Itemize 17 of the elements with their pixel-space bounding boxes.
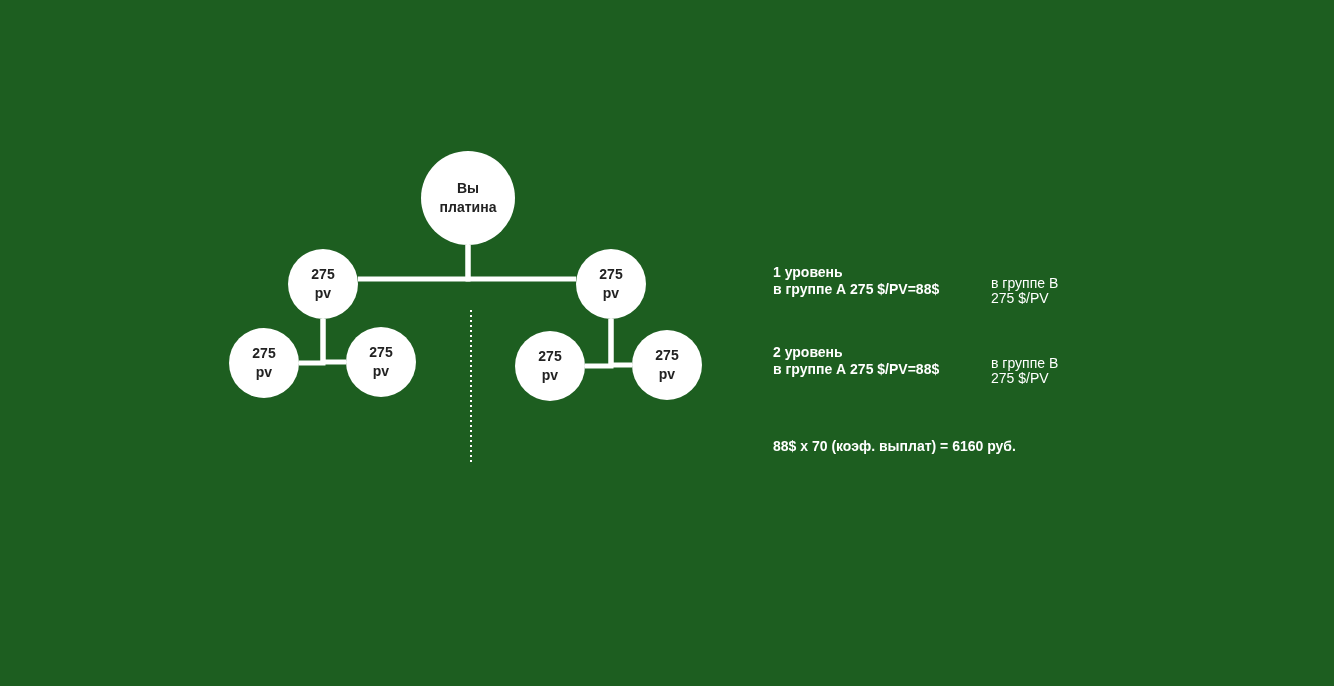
node-label: 275 pv (369, 343, 393, 381)
connector-line (608, 319, 632, 368)
info-text: в группе А 275 $/PV=88$ (773, 362, 941, 377)
info-text: 2 уровень (773, 345, 844, 360)
node-label: 275 pv (252, 344, 276, 382)
info-text: 88$ х 70 (коэф. выплат) = 6160 руб. (773, 439, 1017, 454)
info-text: в группе В 275 $/PV (991, 276, 1060, 306)
info-text: 1 уровень (773, 265, 844, 280)
connector-line (320, 319, 346, 365)
info-text: в группе А 275 $/PV=88$ (773, 282, 941, 297)
node-label: 275 pv (655, 346, 679, 384)
node-label: 275 pv (538, 347, 562, 385)
node-label: Вы платина (439, 179, 497, 217)
info-text: в группе В 275 $/PV (991, 356, 1060, 386)
node-label: 275 pv (311, 265, 335, 303)
connector-line (465, 245, 576, 282)
node-label: 275 pv (599, 265, 623, 303)
